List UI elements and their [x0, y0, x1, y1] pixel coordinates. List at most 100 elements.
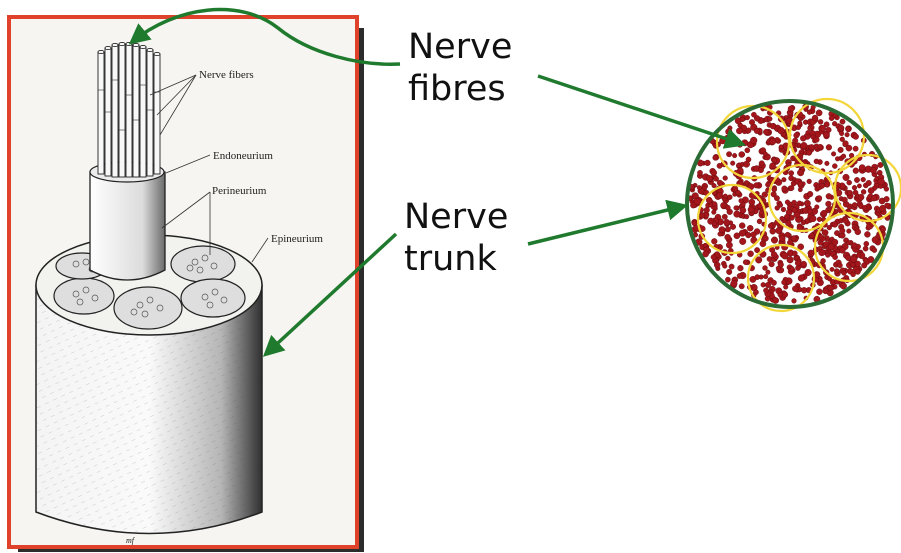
axon-dot	[730, 161, 735, 166]
axon-dot	[789, 171, 794, 176]
axon-dot	[726, 269, 732, 275]
axon-dot	[725, 227, 730, 232]
axon-dot	[761, 282, 766, 287]
axon-dot	[853, 146, 858, 151]
axon-dot	[779, 145, 784, 150]
axon-dot	[834, 269, 839, 274]
axon-dot	[784, 214, 789, 219]
label-perineurium: Perineurium	[212, 185, 267, 197]
axon-dot	[825, 253, 830, 258]
axon-dot	[843, 218, 849, 224]
axon-dot	[851, 272, 856, 277]
axon-dot	[852, 185, 857, 190]
axon-dot	[853, 190, 858, 195]
axon-dot	[820, 125, 826, 131]
axon-dot	[768, 223, 773, 228]
axon-dot	[814, 137, 820, 143]
axon-dot	[840, 137, 845, 142]
axon-dot	[872, 237, 879, 244]
axon-dot	[855, 229, 861, 235]
axon-dot	[781, 207, 786, 212]
axon-dot	[785, 200, 790, 205]
axon-dot	[758, 167, 764, 173]
axon-dot	[809, 144, 815, 150]
axon-dot	[861, 189, 866, 194]
axon-dot	[772, 158, 777, 163]
axon-dot	[757, 219, 762, 224]
axon-dot	[796, 125, 801, 130]
axon-dot	[794, 133, 800, 139]
axon-dot	[816, 110, 822, 116]
axon-dot	[779, 235, 785, 241]
axon-dot	[763, 152, 767, 156]
axon-dot	[818, 119, 823, 124]
axon-dot	[823, 288, 829, 294]
axon-dot	[807, 209, 813, 215]
axon-dot	[785, 232, 790, 237]
axon-dot	[745, 115, 750, 120]
axon-dot	[849, 153, 854, 158]
axon-dot	[819, 183, 824, 188]
axon-dot	[818, 144, 823, 149]
axon-dot	[814, 159, 819, 164]
axon-dot	[801, 220, 806, 225]
axon-dot	[725, 277, 730, 282]
axon-dot	[763, 236, 769, 242]
axon-dot	[776, 227, 783, 234]
axon-dot	[824, 182, 830, 188]
axon-dot	[870, 167, 876, 173]
axon-dot	[862, 205, 867, 210]
axon-dot	[812, 115, 818, 121]
axon-dot	[736, 128, 742, 134]
axon-dot	[782, 252, 789, 259]
axon-dot	[859, 165, 865, 171]
axon-dot	[878, 178, 885, 185]
axon-dot	[826, 144, 832, 150]
axon-dot	[879, 205, 886, 212]
axon-dot	[778, 292, 783, 297]
axon-dot	[816, 289, 822, 295]
axon-dot	[747, 225, 753, 231]
label-epineurium: Epineurium	[271, 233, 323, 245]
axon-dot	[783, 285, 788, 290]
axon-dot	[835, 157, 840, 162]
axon-dot	[734, 211, 741, 218]
axon-dot	[782, 177, 787, 182]
axon-dot	[739, 238, 746, 245]
axon-dot	[831, 152, 836, 157]
axon-dot	[804, 200, 810, 206]
axon-dot	[806, 150, 812, 156]
axon-dot	[763, 274, 768, 279]
axon-dot	[827, 277, 832, 282]
axon-dot	[822, 230, 828, 236]
nerve-trunk-line-1: Nerve	[404, 197, 508, 237]
axon-dot	[798, 275, 805, 282]
axon-dot	[725, 256, 730, 261]
axon-dot	[723, 194, 728, 199]
axon-dot	[807, 179, 812, 184]
axon-dot	[717, 193, 723, 199]
axon-dot	[847, 180, 852, 185]
axon-dot	[854, 177, 859, 182]
axon-dot	[697, 185, 701, 189]
axon-dot	[717, 180, 723, 186]
axon-dot	[868, 188, 874, 194]
nerve-fiber-bundle	[98, 42, 160, 177]
axon-dot	[801, 287, 807, 293]
axon-dot	[751, 232, 757, 238]
axon-dot	[770, 228, 776, 234]
axon-dot	[850, 262, 855, 267]
label-nerve-fibers: Nerve fibers	[199, 69, 254, 81]
axon-dot	[807, 191, 813, 197]
axon-dot	[704, 207, 710, 213]
axon-dot	[742, 140, 748, 146]
axon-dot	[789, 185, 794, 190]
axon-dot	[858, 194, 864, 200]
axon-dot	[755, 275, 760, 280]
axon-dot	[842, 271, 847, 276]
axon-dot	[712, 183, 717, 188]
arrow-fibres-to-section	[538, 76, 742, 144]
axon-dot	[711, 170, 717, 176]
axon-dot	[829, 116, 834, 121]
axon-dot	[789, 266, 794, 271]
